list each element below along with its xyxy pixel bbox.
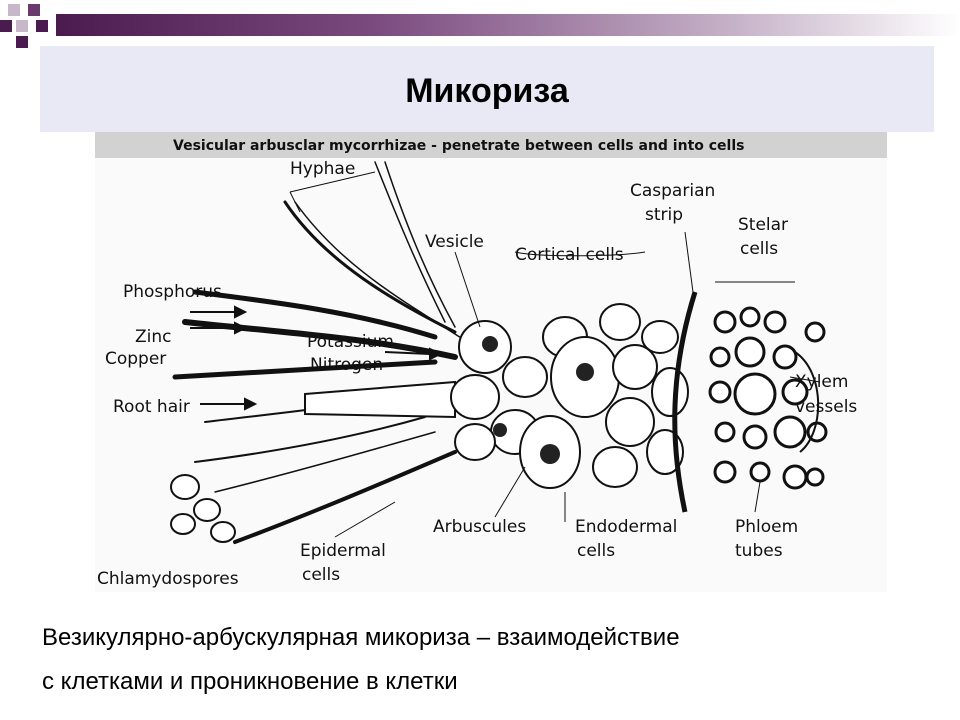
label-phosphorus: Phosphorus xyxy=(123,282,222,302)
slide-caption: Везикулярно-арбускулярная микориза – вза… xyxy=(42,616,922,704)
header-bar xyxy=(56,14,960,36)
label-casparian-2: strip xyxy=(645,205,683,225)
label-phloem-2: tubes xyxy=(735,541,783,561)
label-endodermal-2: cells xyxy=(577,541,615,561)
label-vesicle: Vesicle xyxy=(425,232,484,252)
mycorrhiza-diagram: Vesicular arbusclar mycorrhizae - penetr… xyxy=(95,132,887,592)
label-copper: Copper xyxy=(105,349,166,369)
slide-title: Микориза xyxy=(405,72,569,110)
figure-header-bar xyxy=(95,132,887,158)
label-stelar-1: Stelar xyxy=(738,215,788,235)
label-arbuscules: Arbuscules xyxy=(433,517,526,537)
title-band xyxy=(40,46,934,132)
figure-header: Vesicular arbusclar mycorrhizae - penetr… xyxy=(173,138,744,154)
label-stelar-2: cells xyxy=(740,239,778,259)
label-xylem-1: Xylem xyxy=(795,372,848,392)
label-cortical-cells: Cortical cells xyxy=(515,245,624,265)
label-epidermal-1: Epidermal xyxy=(300,541,386,561)
label-chlamydospores: Chlamydospores xyxy=(97,569,239,589)
label-phloem-1: Phloem xyxy=(735,517,798,537)
label-endodermal-1: Endodermal xyxy=(575,517,677,537)
label-hyphae: Hyphae xyxy=(290,159,355,179)
label-nitrogen: Nitrogen xyxy=(310,355,383,375)
label-potassium: Potassium xyxy=(307,332,394,352)
label-zinc: Zinc xyxy=(135,327,172,347)
caption-line-1: Везикулярно-арбускулярная микориза – вза… xyxy=(42,624,680,651)
label-casparian-1: Casparian xyxy=(630,181,715,201)
caption-line-2: с клетками и проникновение в клетки xyxy=(42,668,458,695)
corner-squares xyxy=(0,4,48,48)
label-epidermal-2: cells xyxy=(302,565,340,585)
label-xylem-2: vessels xyxy=(795,397,857,417)
label-root-hair: Root hair xyxy=(113,397,190,417)
